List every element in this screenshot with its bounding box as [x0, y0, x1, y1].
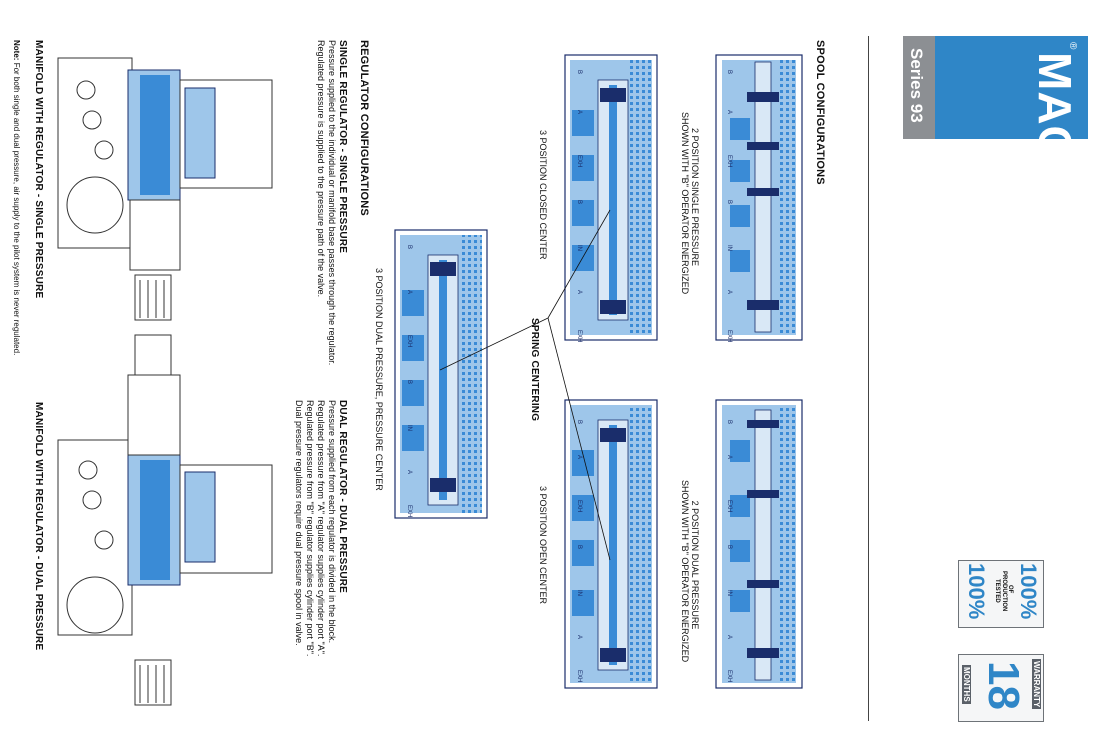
port-label: EXH — [576, 500, 582, 512]
port-label: EXH — [406, 335, 412, 347]
valve-2pos-dual — [715, 399, 803, 689]
badge-of: OF — [1007, 585, 1013, 594]
warranty-label: WARRANTY — [1032, 659, 1041, 710]
badge-production: PRODUCTION — [1001, 571, 1007, 612]
single-regulator-title: SINGLE REGULATOR - SINGLE PRESSURE — [337, 40, 348, 254]
manifold-dual-label: MANIFOLD WITH REGULATOR - DUAL PRESSURE — [33, 402, 44, 651]
badge-100-top: 100% — [1016, 563, 1041, 620]
production-tested-badge: 100% OF PRODUCTION TESTED 100% — [958, 560, 1044, 628]
port-label: IN — [576, 245, 582, 251]
badge-tested: TESTED — [994, 579, 1000, 603]
port-label: B — [406, 245, 412, 249]
port-label: B — [726, 200, 732, 204]
manifold-single-drawing — [57, 57, 273, 321]
dual-regulator-block: DUAL REGULATOR - DUAL PRESSURE Pressure … — [293, 400, 348, 656]
port-label: A — [406, 470, 412, 474]
valve-3pos-open — [564, 399, 658, 689]
port-label: B — [576, 420, 582, 424]
port-label: IN — [726, 245, 732, 251]
badge-100-bottom: 100% — [964, 563, 989, 620]
port-label: A — [576, 635, 582, 639]
single-regulator-block: SINGLE REGULATOR - SINGLE PRESSURE Press… — [315, 40, 348, 365]
port-label: A — [576, 455, 582, 459]
port-label: IN — [576, 590, 582, 596]
port-label: B — [576, 545, 582, 549]
valve-2pos-single — [715, 54, 803, 341]
port-label: B — [576, 200, 582, 204]
warranty-months: MONTHS — [962, 665, 971, 704]
warranty-badge: WARRANTY 18 MONTHS — [958, 654, 1044, 722]
valve-3pos-closed — [564, 54, 658, 341]
port-label: IN — [406, 425, 412, 431]
port-label: EXH — [726, 330, 732, 342]
dual-regulator-line: Regulated pressure from "A" regulator su… — [316, 400, 326, 657]
port-label: A — [406, 290, 412, 294]
dual-regulator-line: Regulated pressure from "B" regulator su… — [305, 400, 315, 657]
regulator-heading: REGULATOR CONFIGURATIONS — [358, 40, 370, 216]
dual-regulator-line: Pressure supplied from each regulator is… — [327, 400, 337, 644]
manifold-single-label: MANIFOLD WITH REGULATOR - SINGLE PRESSUR… — [33, 40, 44, 299]
port-label: EXH — [576, 330, 582, 342]
port-label: IN — [726, 590, 732, 596]
port-label: EXH — [576, 155, 582, 167]
port-label: EXH — [726, 155, 732, 167]
port-label: A — [576, 110, 582, 114]
divider — [868, 36, 869, 721]
warranty-number: 18 — [979, 661, 1028, 710]
port-label: EXH — [576, 670, 582, 682]
port-label: EXH — [726, 670, 732, 682]
note-text: For both single and dual pressure, air s… — [12, 62, 21, 356]
manifold-dual-drawing — [57, 334, 273, 706]
port-label: B — [726, 70, 732, 74]
series-tab — [903, 36, 935, 139]
footnote: Note: For both single and dual pressure,… — [11, 40, 22, 355]
valve-3pos-dual-center — [394, 229, 488, 519]
port-label: A — [726, 290, 732, 294]
port-label: EXH — [406, 505, 412, 517]
port-label: B — [726, 545, 732, 549]
port-label: B — [726, 420, 732, 424]
note-label: Note: — [12, 40, 21, 61]
dual-regulator-line: Dual pressure regulators require dual pr… — [294, 400, 304, 646]
port-label: B — [576, 70, 582, 74]
spring-centering-leaders — [439, 209, 611, 561]
single-regulator-line: Regulated pressure is supplied to the pr… — [316, 40, 326, 298]
port-label: B — [406, 380, 412, 384]
dual-regulator-title: DUAL REGULATOR - DUAL PRESSURE — [337, 400, 348, 594]
port-label: A — [726, 455, 732, 459]
single-regulator-line: Pressure supplied to the individual or m… — [327, 40, 337, 366]
port-label: EXH — [726, 500, 732, 512]
port-label: A — [726, 110, 732, 114]
port-label: A — [576, 290, 582, 294]
port-label: A — [726, 635, 732, 639]
